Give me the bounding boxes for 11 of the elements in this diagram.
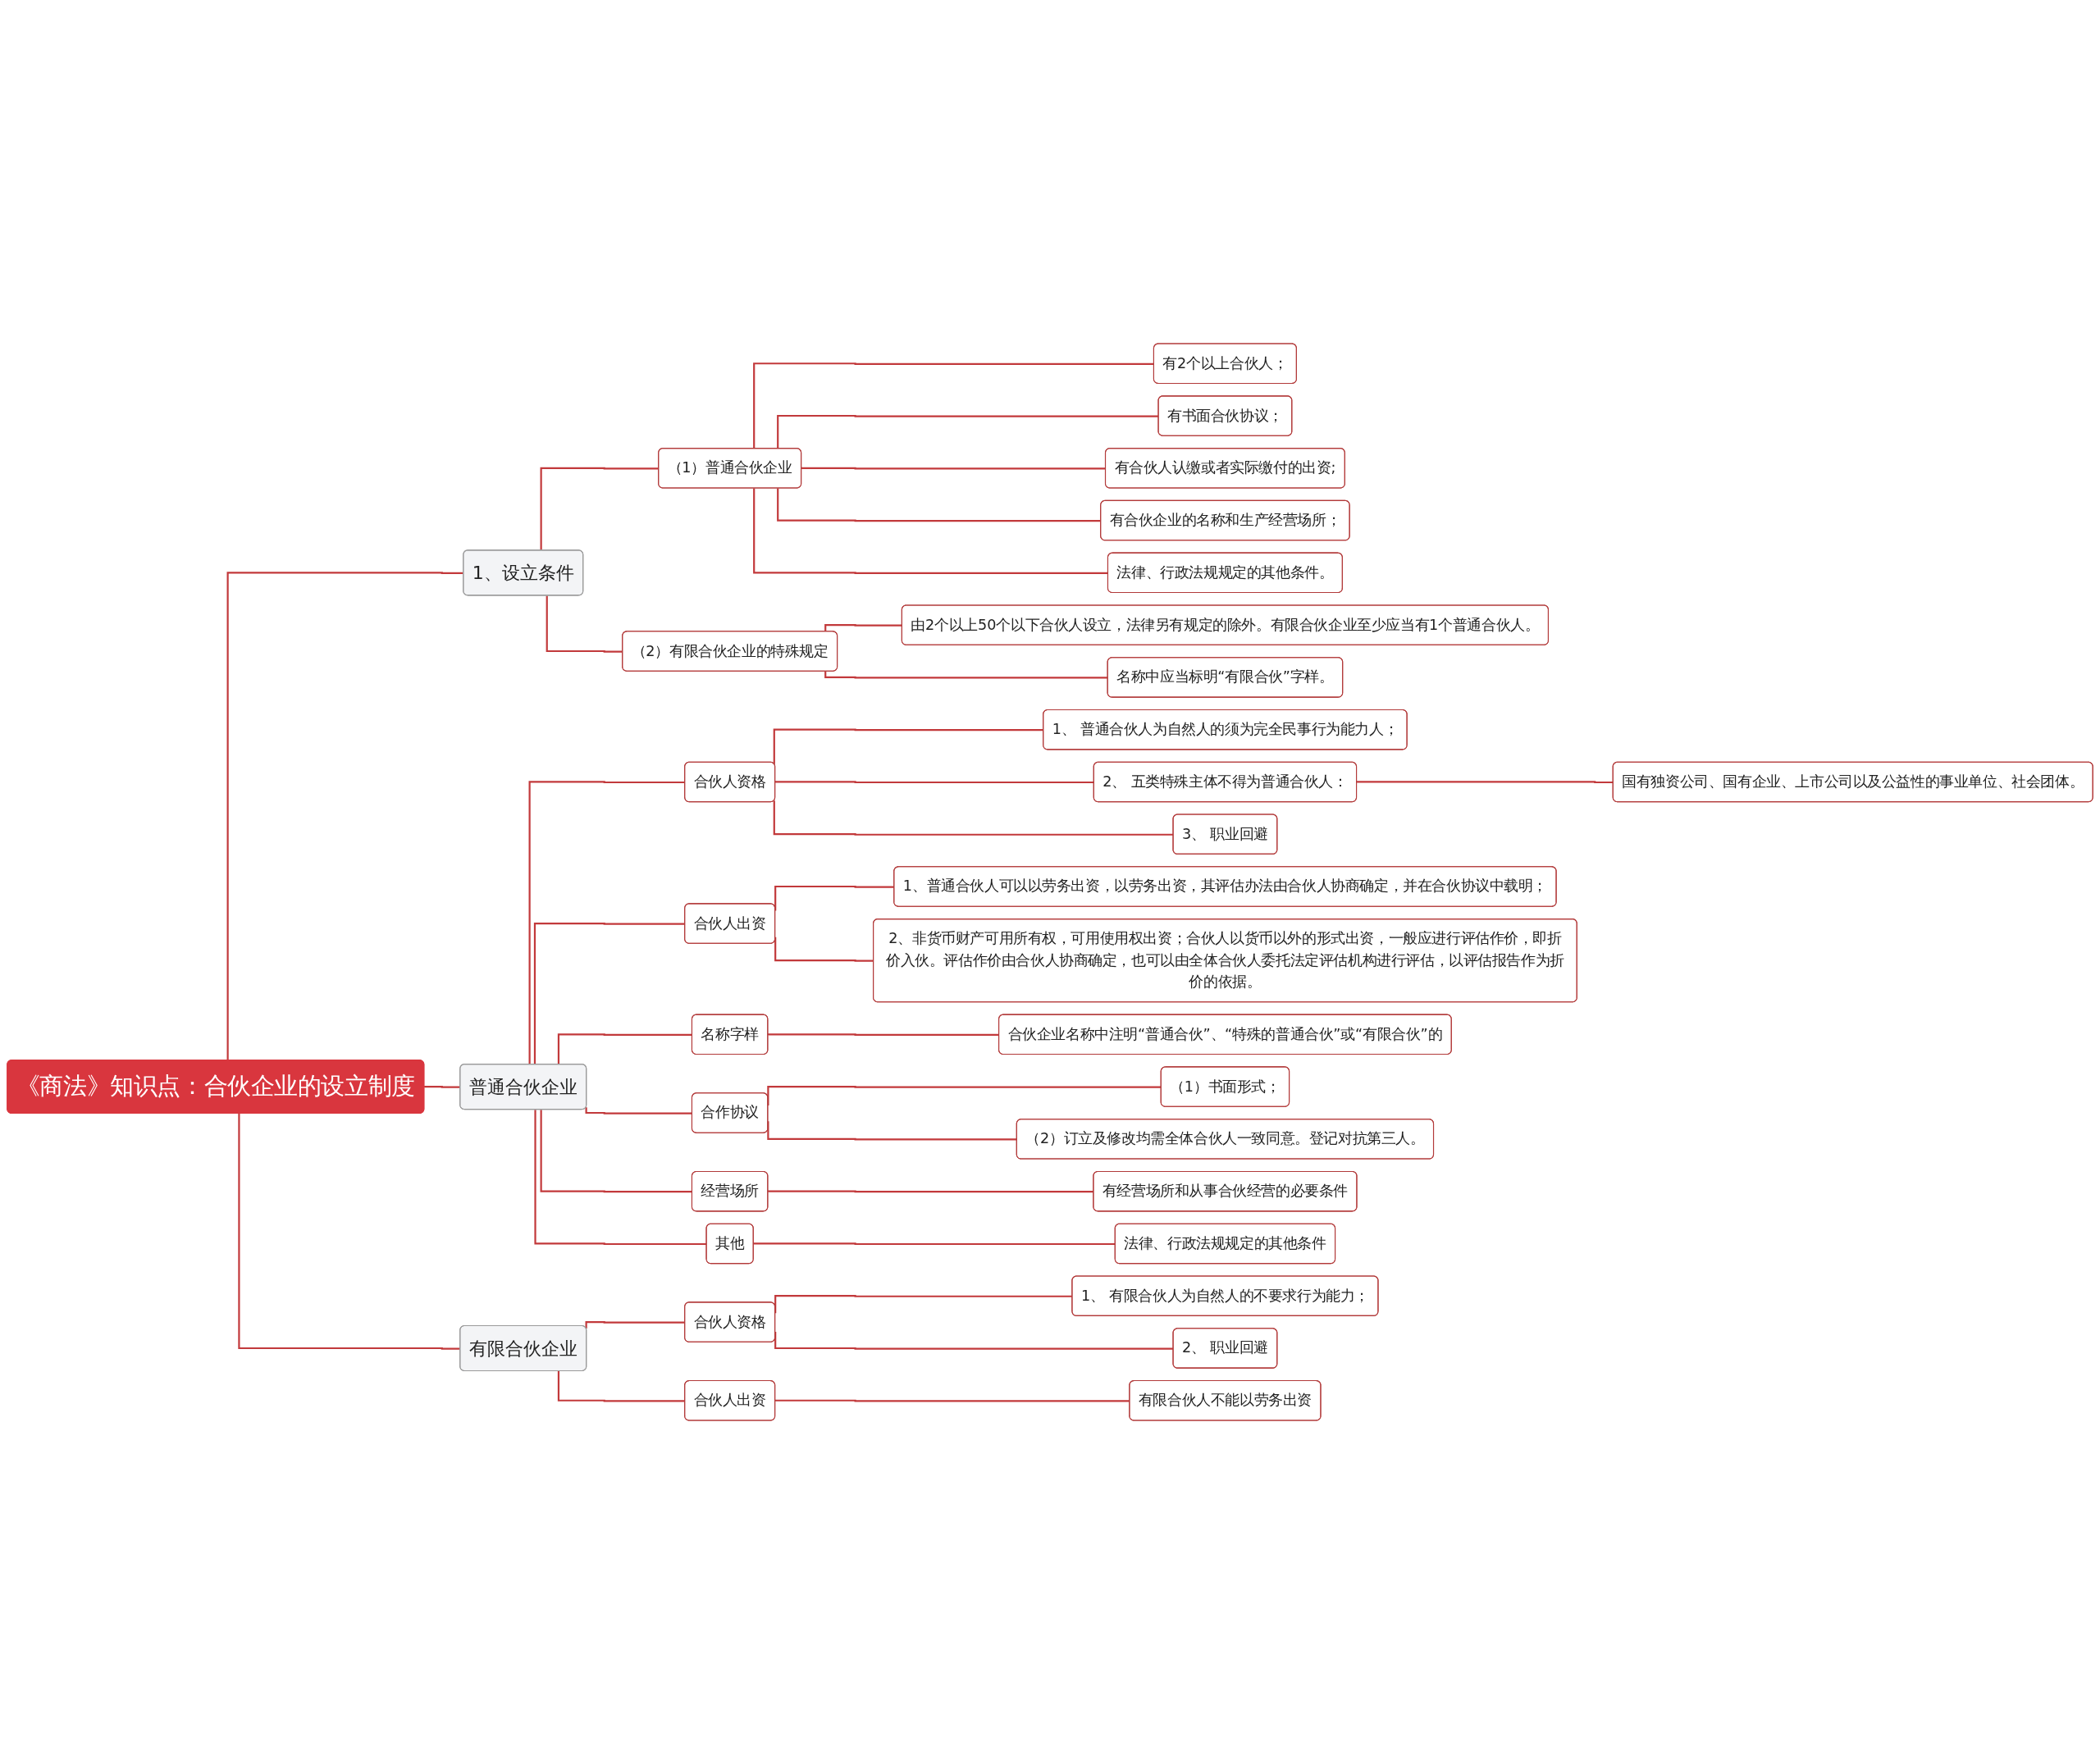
connector — [773, 800, 1174, 836]
connector — [777, 414, 1159, 449]
connector — [557, 1033, 692, 1065]
connector — [540, 1110, 692, 1193]
connector — [534, 1110, 707, 1246]
connector — [753, 362, 1154, 449]
connector — [824, 671, 1108, 679]
connector — [824, 624, 902, 632]
connector — [774, 781, 1094, 784]
connector — [585, 1107, 692, 1114]
connector — [1356, 781, 1614, 784]
